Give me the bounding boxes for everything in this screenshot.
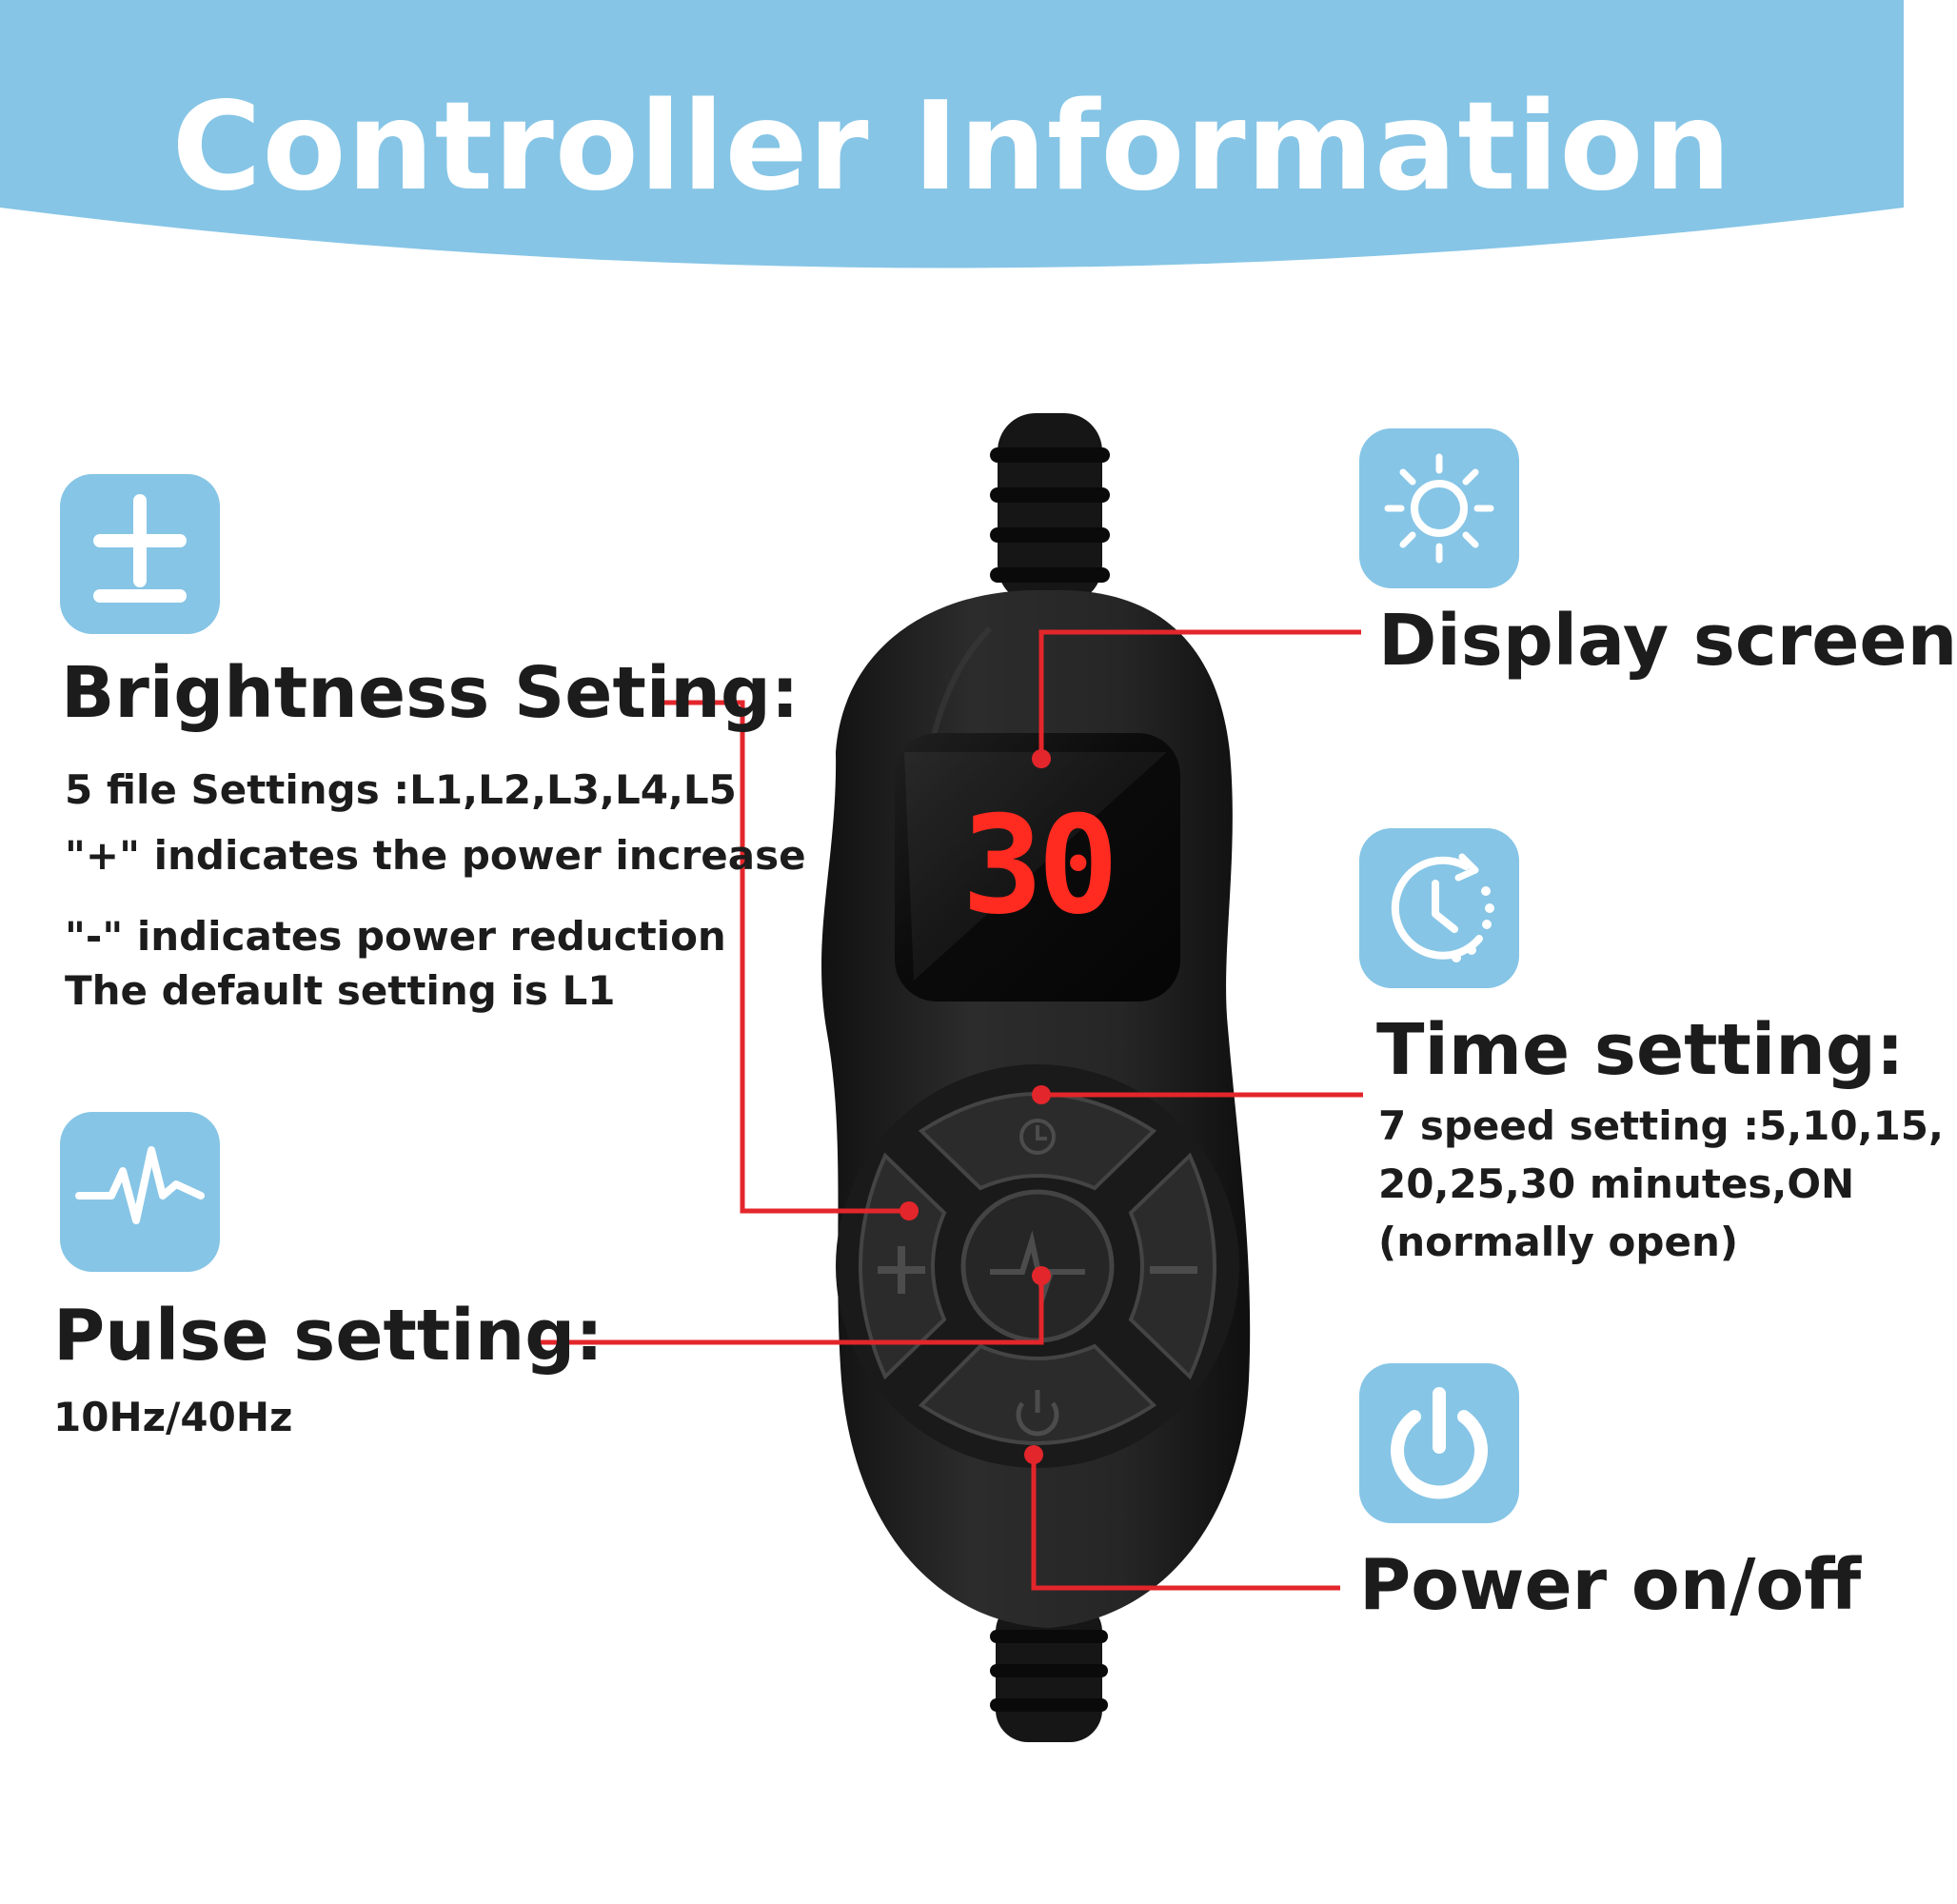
plus-button-icon: [878, 1246, 925, 1294]
pulse-icon-box: [60, 1112, 220, 1272]
upper-cable: [990, 413, 1110, 604]
pulse-heading: Pulse setting:: [53, 1295, 603, 1377]
time-line-3: (normally open): [1378, 1219, 1739, 1265]
lower-cable: [990, 1599, 1108, 1742]
timer-button-icon: [1019, 1119, 1056, 1155]
brightness-line-4: The default setting is L1: [65, 967, 616, 1014]
pulse-leader-dot: [1032, 1266, 1051, 1285]
plus-minus-icon: [93, 494, 187, 603]
heartbeat-icon: [75, 1146, 205, 1224]
brightness-line-1: 5 file Settings :L1,L2,L3,L4,L5: [65, 766, 737, 813]
brightness-line-2: "+" indicates the power increase: [65, 832, 806, 879]
pulse-text: 10Hz/40Hz: [53, 1394, 293, 1440]
brightness-leader-line: [664, 700, 909, 1214]
display-leader-line: [1038, 629, 1361, 759]
time-line-2: 20,25,30 minutes,ON: [1378, 1160, 1855, 1207]
power-icon-box: [1359, 1363, 1519, 1523]
header-banner: [0, 0, 1904, 268]
button-cluster: [836, 1064, 1239, 1468]
display-icon-box: [1359, 428, 1519, 588]
power-button-icon: [1016, 1401, 1059, 1437]
brightness-heading: Brightness Seting:: [61, 652, 800, 734]
timer-button[interactable]: [918, 1092, 1157, 1191]
page-title: Controller Information: [171, 76, 1732, 218]
power-leader-dot: [1024, 1445, 1043, 1464]
time-icon-box: [1359, 828, 1519, 988]
infographic: Controller Information: [0, 0, 1957, 1742]
brightness-line-3: "-" indicates power reduction: [65, 913, 726, 960]
brightness-icon-box: [60, 474, 220, 634]
power-leader-line: [1031, 1455, 1340, 1591]
display-heading: Display screen: [1378, 600, 1957, 682]
sun-icon: [1384, 453, 1494, 564]
leader-lines: [529, 629, 1363, 1591]
power-icon: [1391, 1387, 1488, 1499]
time-leader-dot: [1032, 1085, 1051, 1104]
time-heading: Time setting:: [1376, 1009, 1905, 1091]
time-line-1: 7 speed setting :5,10,15,: [1378, 1102, 1944, 1149]
controller-device: 30: [821, 413, 1251, 1742]
timer-icon: [1391, 853, 1494, 962]
brightness-leader-dot: [899, 1201, 919, 1220]
display-leader-dot: [1032, 749, 1051, 768]
led-readout: 30: [962, 787, 1114, 944]
display-screen: [895, 733, 1180, 1002]
power-heading: Power on/off: [1359, 1544, 1862, 1626]
pulse-leader-line: [529, 1276, 1044, 1345]
